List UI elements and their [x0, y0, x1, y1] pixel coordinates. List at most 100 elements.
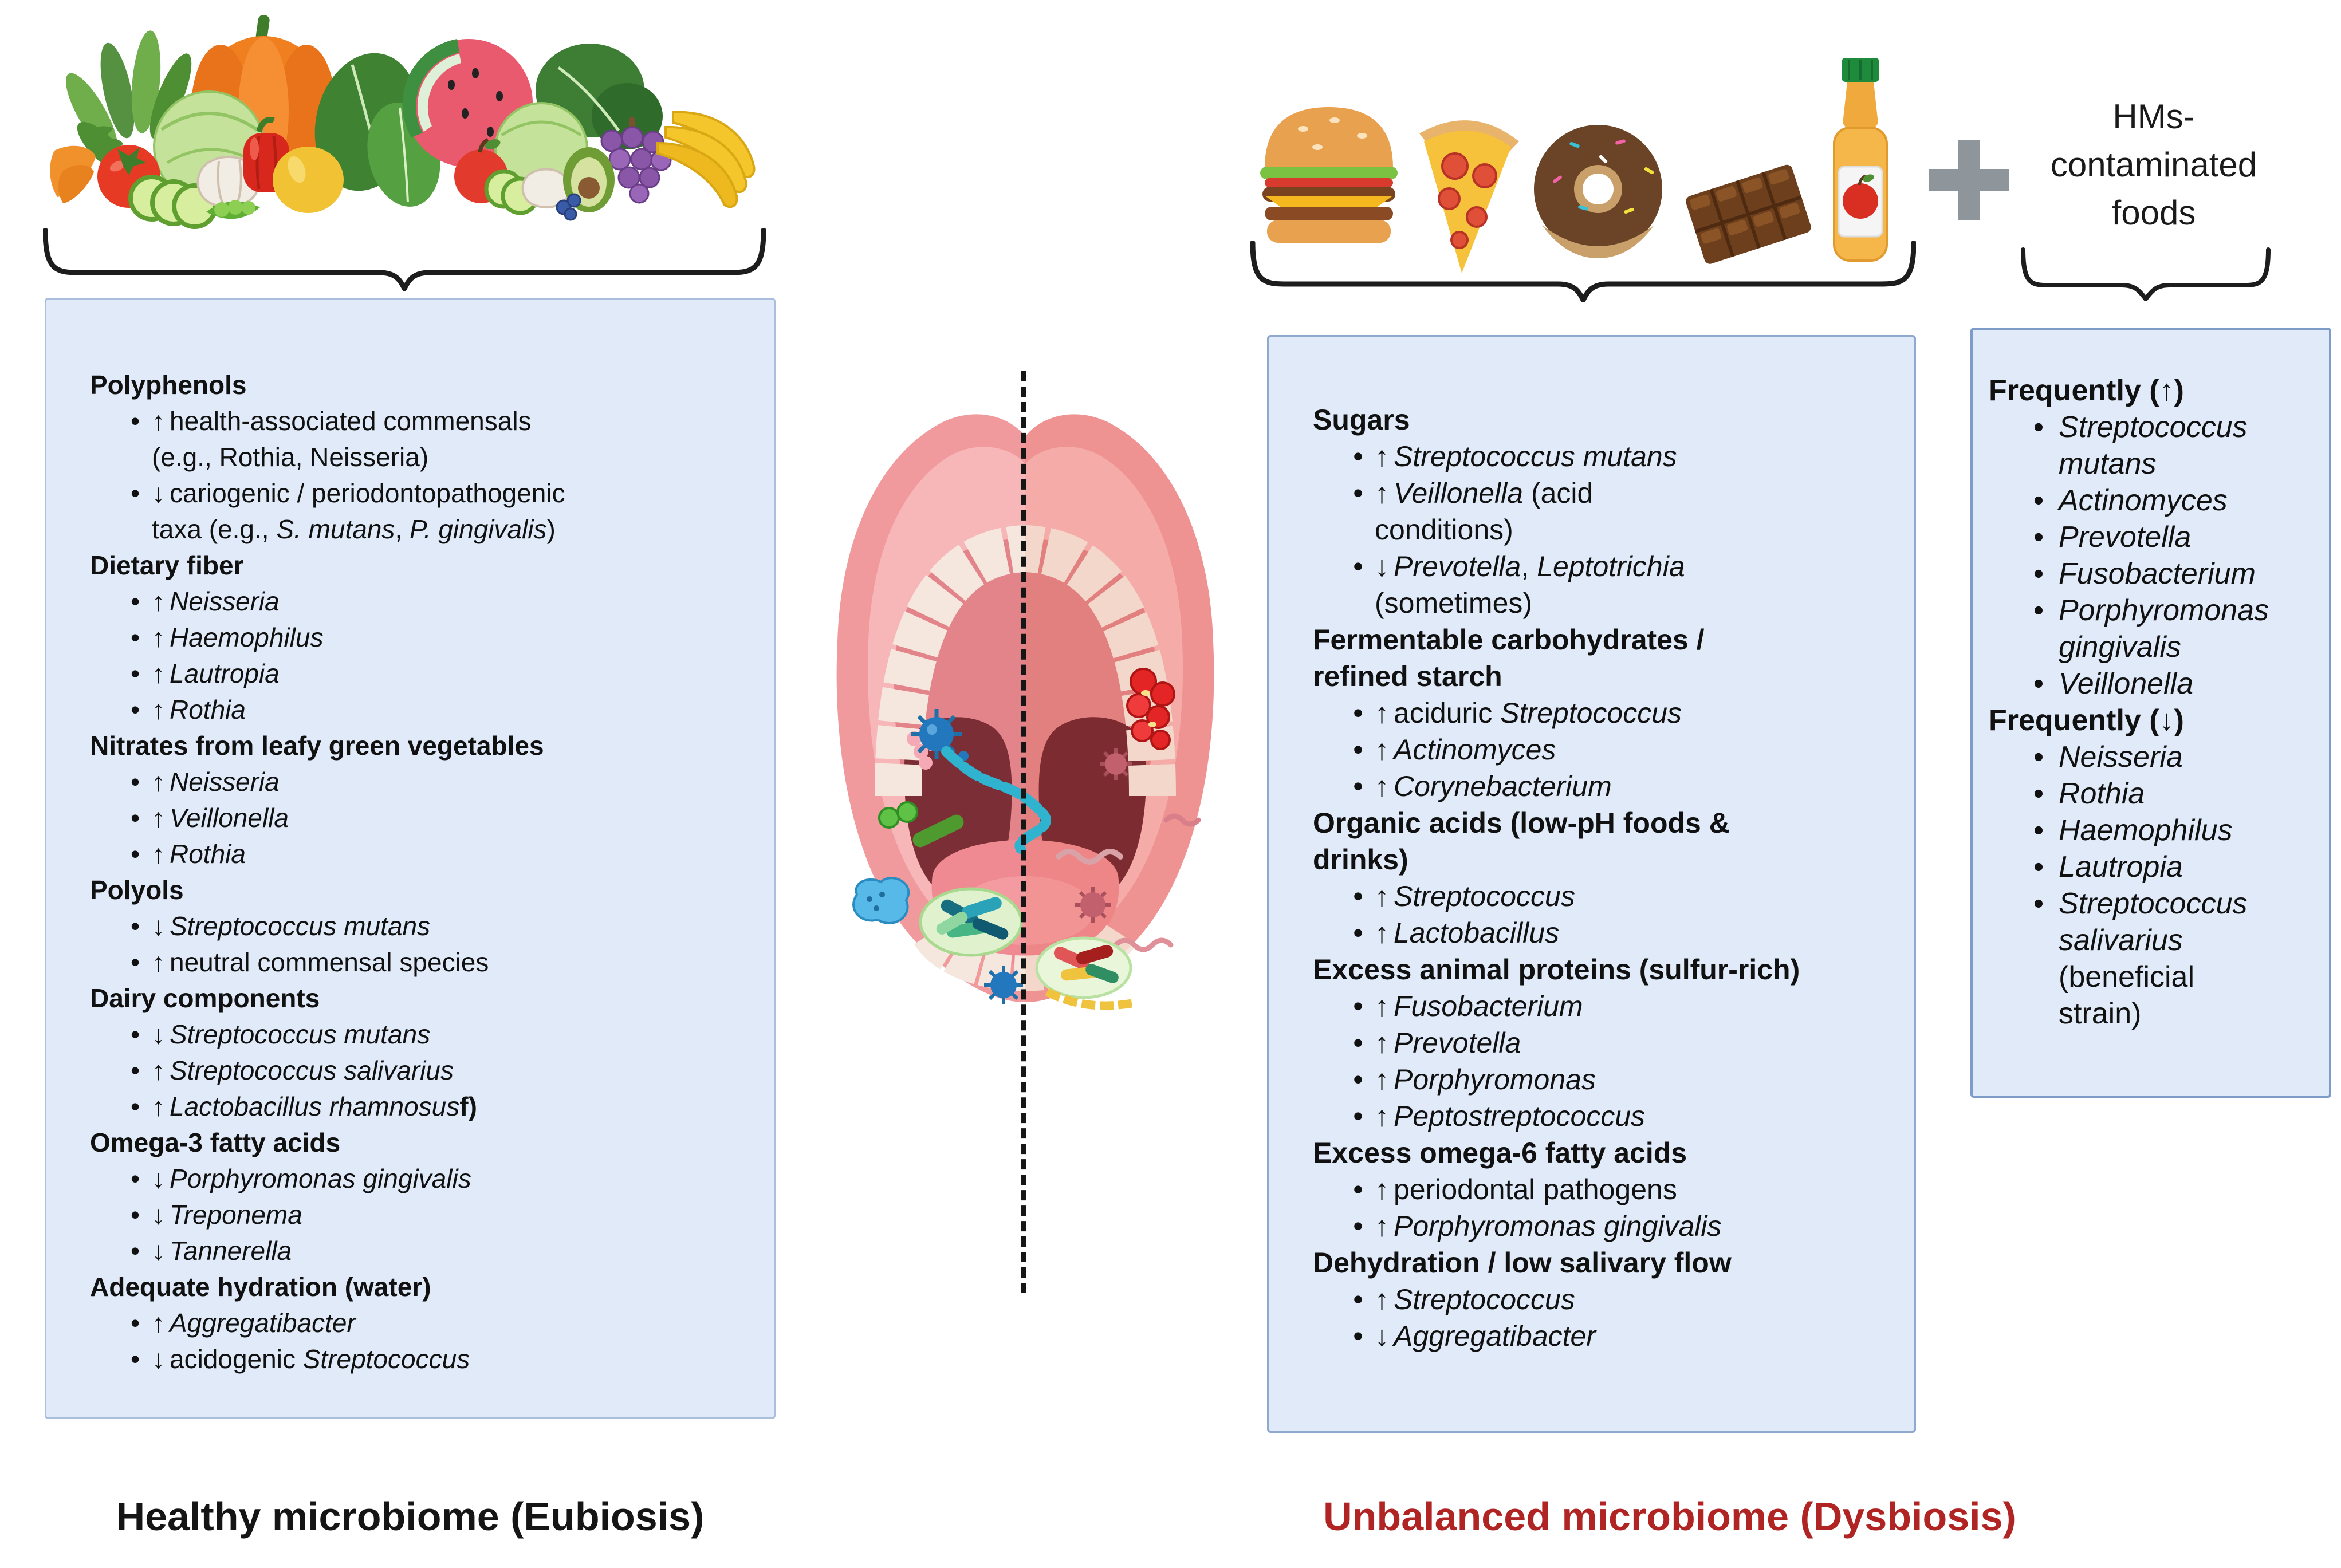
squiggle-bacteria-icon — [1056, 849, 1123, 865]
section-header: Fermentable carbohydrates / refined star… — [1313, 624, 1705, 692]
blueberries-icon — [556, 193, 581, 221]
item-text: ↓Treponema — [152, 1200, 302, 1230]
item-text: ↑Actinomyces — [1375, 734, 1556, 766]
down-arrow-icon: ↓ — [152, 1344, 165, 1374]
item-text: ↑Porphyromonas — [1375, 1063, 1596, 1096]
list-item: •↑Streptococcus — [1313, 1281, 1894, 1318]
list-item: •Fusobacterium — [1989, 556, 2314, 592]
list-item: •↑Streptococcus salivarius — [90, 1053, 752, 1089]
bullet-icon: • — [130, 623, 140, 652]
item-text: ↓Tannerella — [152, 1236, 292, 1266]
bullet-icon: • — [130, 1164, 140, 1193]
list-item: • Rothia — [1989, 775, 2314, 812]
item-text: ↑Lactobacillus rhamnosusf) — [152, 1092, 477, 1121]
item-text: ↑Rothia — [152, 839, 246, 869]
healthy-box-list: Polyphenols•↑health-associated commensal… — [46, 300, 774, 1377]
list-item: •↑Porphyromonas gingivalis — [1313, 1208, 1894, 1244]
donut-icon — [1534, 125, 1662, 258]
section-header: Excess omega-6 fatty acids — [1313, 1137, 1687, 1169]
bullet-icon: • — [1353, 880, 1363, 912]
list-item: •Streptococcus salivarius (beneficial st… — [1989, 885, 2314, 1032]
bullet-icon: • — [1353, 1063, 1363, 1096]
list-item: •↑Aggregatibacter — [90, 1305, 752, 1341]
bullet-icon: • — [2033, 594, 2044, 627]
bullet-icon: • — [130, 911, 140, 941]
up-arrow-icon: ↑ — [152, 1308, 165, 1338]
item-text: ↑Veillonella — [152, 803, 289, 833]
up-arrow-icon: ↑ — [152, 839, 165, 869]
list-item: •↑Actinomyces — [1313, 731, 1894, 768]
item-text: ↓Porphyromonas gingivalis — [152, 1164, 471, 1193]
yellow-pepper-icon — [273, 147, 344, 213]
section-header: Dietary fiber — [90, 550, 244, 580]
bullet-icon: • — [130, 1092, 140, 1121]
list-item: • ↓Tannerella — [90, 1233, 752, 1269]
section-header: Frequently (↑) — [1989, 374, 2184, 407]
item-text: ↑Neisseria — [152, 767, 280, 797]
list-item: •↑Neisseria — [90, 584, 752, 620]
section-header: Polyols — [90, 875, 184, 905]
down-arrow-icon: ↓ — [152, 1019, 165, 1049]
plus-icon — [1929, 140, 2009, 220]
item-text: ↑Lautropia — [152, 659, 280, 688]
bullet-icon: • — [130, 406, 140, 436]
squiggle-bacteria3-icon — [1163, 813, 1201, 827]
up-arrow-icon: ↑ — [1375, 440, 1389, 472]
bullet-icon: • — [2033, 887, 2044, 920]
bullet-icon: • — [1353, 1173, 1363, 1205]
bullet-icon: • — [2033, 521, 2044, 554]
junk-foods-brace — [1250, 241, 1916, 302]
up-arrow-icon: ↑ — [1375, 880, 1389, 912]
bullet-icon: • — [2033, 667, 2044, 700]
item-text: ↑health-associated commensals (e.g., Rot… — [152, 406, 532, 472]
section-header: Frequently (↓) — [1989, 704, 2184, 737]
list-item: •↑Haemophilus — [90, 620, 752, 656]
item-text: Fusobacterium — [2059, 557, 2256, 590]
list-item: • ↑Porphyromonas — [1313, 1061, 1894, 1098]
item-text: ↑neutral commensal species — [152, 947, 489, 977]
bullet-icon: • — [130, 1200, 140, 1230]
list-item: •↑aciduric Streptococcus — [1313, 695, 1894, 731]
hms-contaminated-foods-label: HMs- contaminated foods — [1976, 93, 2331, 237]
item-text: ↓Aggregatibacter — [1375, 1320, 1596, 1352]
up-arrow-icon: ↑ — [152, 586, 165, 616]
up-arrow-icon: ↑ — [152, 803, 165, 833]
list-item: • ↑Neisseria — [90, 764, 752, 800]
up-arrow-icon: ↑ — [152, 623, 165, 652]
bullet-icon: • — [2033, 814, 2044, 847]
dusty-virus-icon — [1100, 748, 1132, 780]
small-blue-virus-icon — [984, 966, 1023, 1004]
hms-effects-box: Frequently (↑)•Streptococcus mutans•Acti… — [1970, 328, 2331, 1098]
up-arrow-icon: ↑ — [152, 767, 165, 797]
juice-bottle-icon — [1833, 58, 1888, 262]
up-arrow-icon: ↑ — [1375, 1027, 1389, 1059]
tonsil-lesion-icon — [1126, 668, 1175, 750]
up-arrow-icon: ↑ — [1375, 1283, 1389, 1315]
bullet-icon: • — [1353, 440, 1363, 472]
burger-icon — [1260, 107, 1398, 243]
list-item: •↓Prevotella, Leptotrichia (sometimes) — [1313, 548, 1894, 621]
bullet-icon: • — [130, 767, 140, 797]
blue-virus-icon — [911, 709, 969, 761]
section-header: Excess animal proteins (sulfur-rich) — [1313, 954, 1800, 986]
item-text: ↑Rothia — [152, 695, 246, 724]
item-text: ↑Streptococcus — [1375, 880, 1575, 912]
section-header: Nitrates from leafy green vegetables — [90, 731, 544, 761]
up-arrow-icon: ↑ — [152, 659, 165, 688]
list-item: •Prevotella — [1989, 519, 2314, 556]
hms-label-line: HMs- — [2112, 97, 2195, 136]
bullet-icon: • — [130, 1236, 140, 1266]
item-text: ↓acidogenic Streptococcus — [152, 1344, 470, 1374]
list-item: •Neisseria — [1989, 739, 2314, 775]
list-item: •↓acidogenic Streptococcus — [90, 1341, 752, 1377]
bullet-icon: • — [1353, 1210, 1363, 1242]
bullet-icon: • — [2033, 484, 2044, 517]
item-text: Rothia — [2059, 777, 2145, 810]
bullet-icon: • — [1353, 770, 1363, 802]
dysbiosis-diet-effects-box: Sugars•↑Streptococcus mutans•↑Veillonell… — [1267, 335, 1916, 1433]
up-arrow-icon: ↑ — [1375, 477, 1389, 509]
bullet-icon: • — [1353, 1027, 1363, 1059]
bullet-icon: • — [130, 1019, 140, 1049]
bullet-icon: • — [2033, 777, 2044, 810]
dysbiosis-caption: Unbalanced microbiome (Dysbiosis) — [1323, 1494, 2016, 1539]
